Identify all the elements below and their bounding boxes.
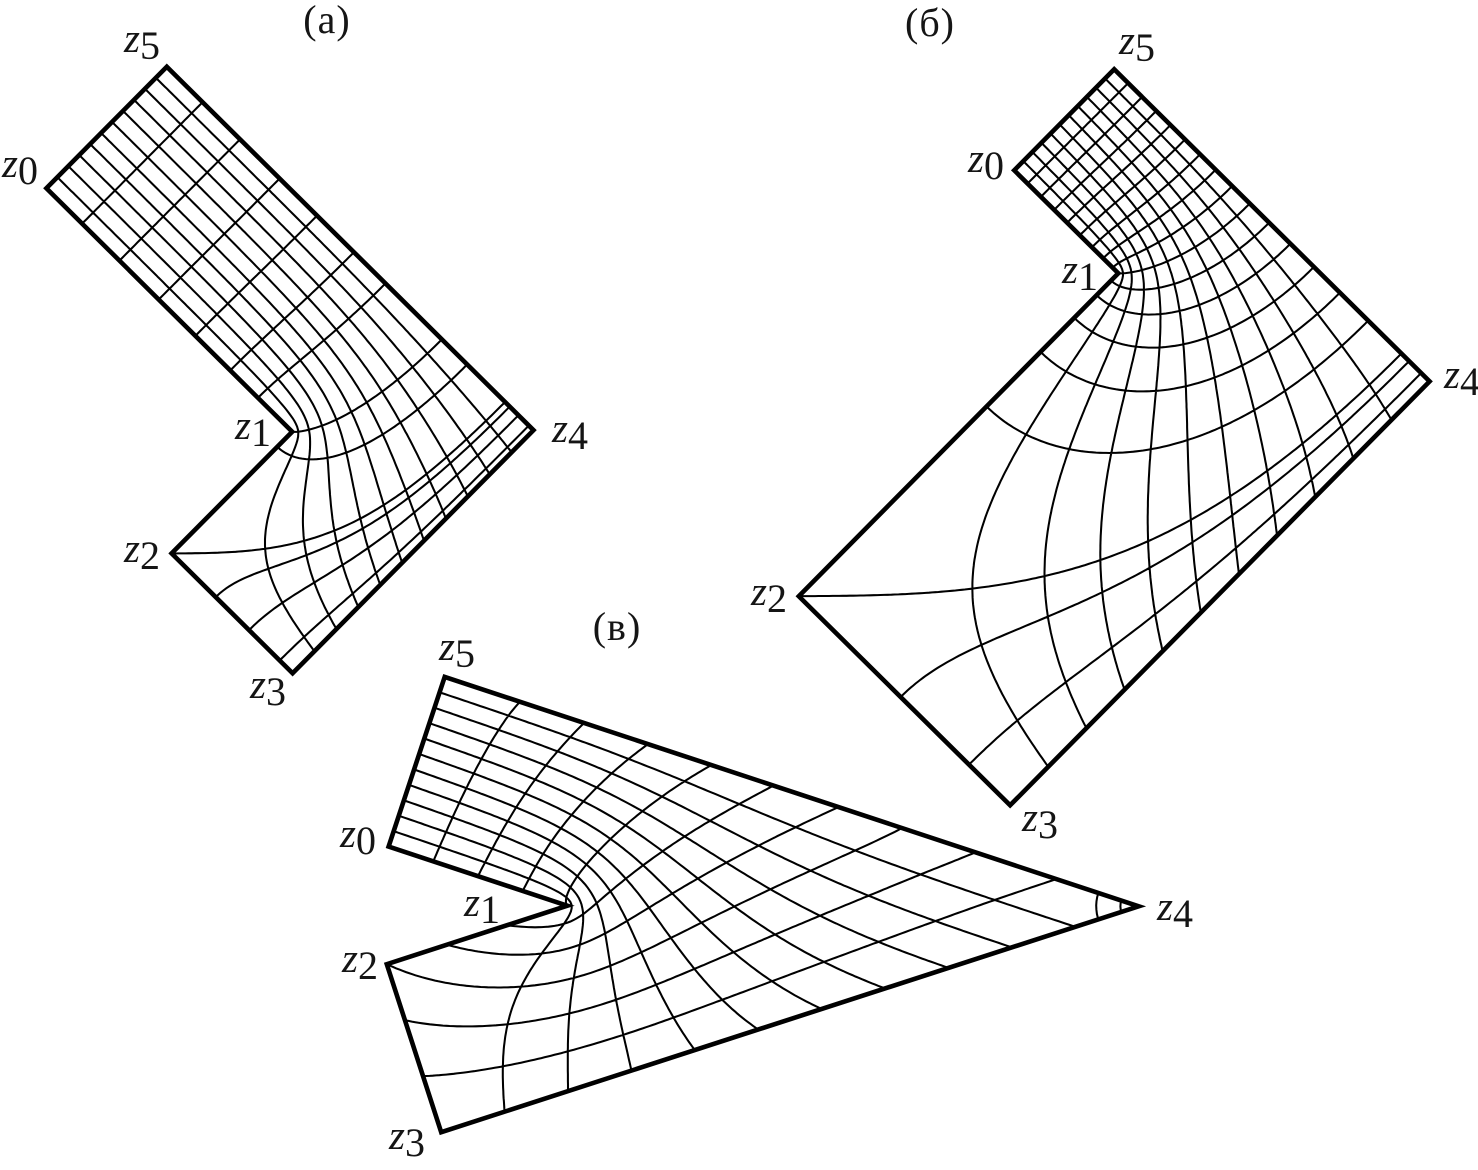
- svg-text:z1: z1: [234, 402, 271, 455]
- svg-text:(б): (б): [905, 0, 955, 45]
- svg-text:z2: z2: [750, 568, 787, 621]
- svg-text:(в): (в): [593, 604, 642, 649]
- svg-text:z0: z0: [967, 135, 1004, 188]
- svg-text:z3: z3: [388, 1112, 425, 1165]
- svg-text:(а): (а): [303, 0, 350, 42]
- svg-text:z2: z2: [341, 935, 378, 988]
- svg-text:z5: z5: [438, 623, 475, 676]
- svg-text:z3: z3: [249, 661, 286, 714]
- svg-text:z3: z3: [1021, 794, 1058, 847]
- svg-text:z5: z5: [1118, 17, 1155, 70]
- svg-text:z4: z4: [1156, 883, 1193, 936]
- svg-text:z5: z5: [123, 15, 160, 68]
- svg-text:z1: z1: [1061, 246, 1098, 299]
- svg-text:z0: z0: [1, 140, 38, 193]
- svg-text:z4: z4: [1443, 351, 1478, 404]
- svg-text:z2: z2: [123, 525, 160, 578]
- svg-text:z0: z0: [339, 810, 376, 863]
- svg-text:z4: z4: [551, 405, 588, 458]
- svg-text:z1: z1: [463, 879, 500, 932]
